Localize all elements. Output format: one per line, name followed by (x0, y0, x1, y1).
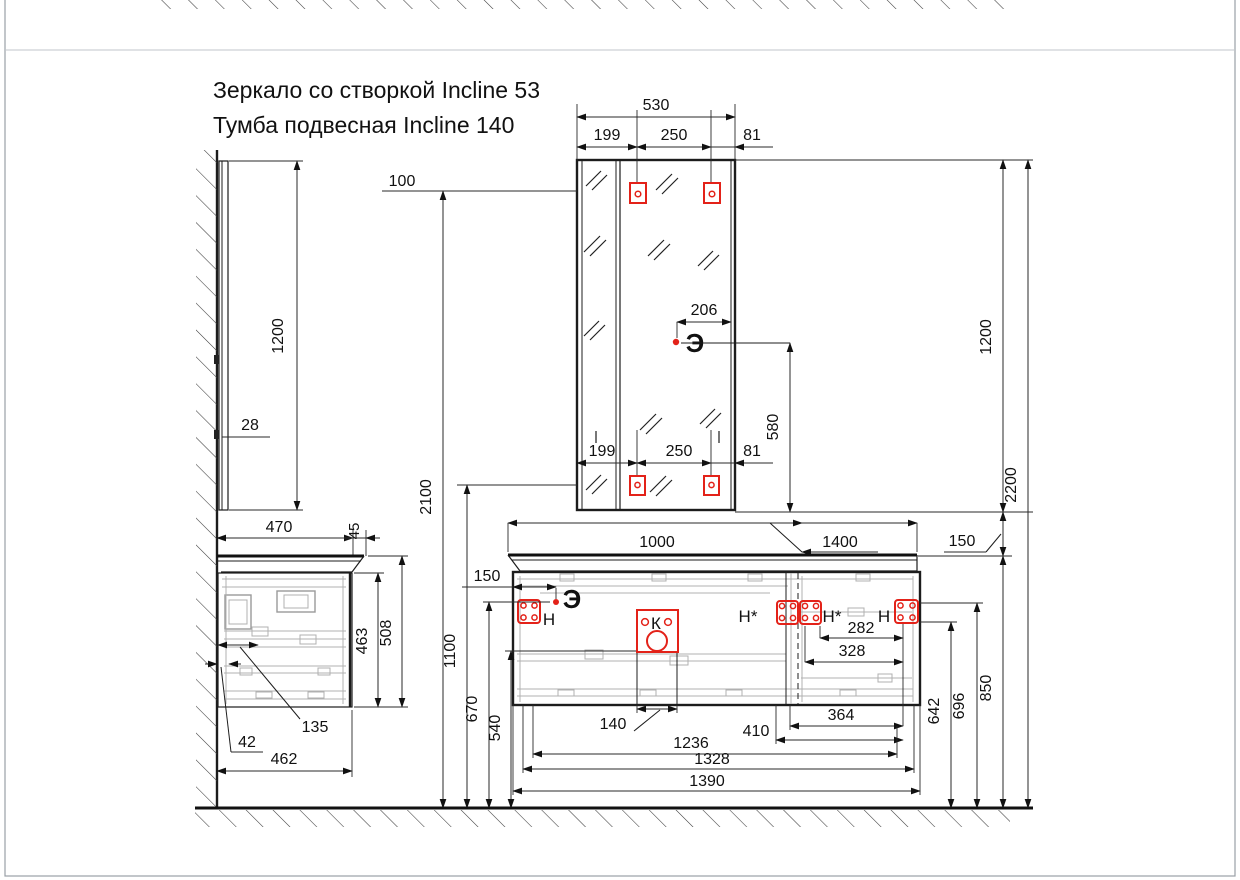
dim-counter-width: 1400 (822, 534, 858, 551)
vanity-side-internals (222, 576, 346, 704)
dim-depth: 470 (266, 519, 293, 536)
page-title-vanity: Тумба подвесная Incline 140 (213, 112, 514, 138)
mirror-glass-hatch (583, 170, 722, 497)
dim-hole-left-top: 199 (594, 127, 621, 144)
dim-hole-right-bottom: 81 (743, 443, 761, 460)
mount-bracket-left (517, 599, 541, 624)
dim-total-height: 2200 (1003, 467, 1020, 503)
counter-top-dims: 1000 1400 150 (507, 519, 1002, 556)
dim-mirror-width: 530 (643, 97, 670, 114)
page-frame (4, 0, 1236, 877)
dim-side-drawer-inset: 135 (302, 719, 329, 736)
bracket-star-label-2: Н* (823, 607, 842, 626)
vanity-electric-outlet: Э 150 (462, 568, 581, 614)
bracket-label-left: Н (543, 610, 555, 629)
dim-holes-top-height: 2100 (418, 479, 435, 515)
dim-outlet-height: 670 (464, 696, 481, 723)
dim-body-width: 1390 (689, 773, 725, 790)
vanity-bottom-dims: 140 364 410 1236 1328 1390 (512, 705, 921, 795)
left-height-dims: 2100 1100 670 540 (418, 190, 636, 809)
dim-hole-top-offset: 100 (389, 173, 416, 190)
dim-side-wall-gap: 42 (238, 734, 256, 751)
dim-bracket-span-282: 282 (848, 620, 875, 637)
vanity-front-view: Н Н* Н* Н Э (462, 519, 1002, 795)
electric-outlet-symbol-vanity: Э (563, 584, 582, 614)
mount-bracket-mid-1 (776, 600, 799, 625)
page-title-mirror: Зеркало со створкой Incline 53 (213, 77, 540, 103)
dim-drain-width: 140 (600, 716, 627, 733)
dim-holes-bottom-height: 1100 (442, 634, 459, 669)
floor (195, 806, 1033, 827)
dim-counter-height: 850 (978, 675, 995, 702)
dim-side-total-height: 508 (378, 620, 395, 647)
dim-bracket-span-328: 328 (839, 643, 866, 660)
dim-hole-span-bottom: 250 (666, 443, 693, 460)
dim-outlet-from-edge: 206 (691, 302, 718, 319)
dim-span-1328: 1328 (694, 751, 730, 768)
dim-span-410: 410 (743, 723, 770, 740)
dim-outlet-inset-left: 150 (474, 568, 501, 585)
mount-bracket-right (894, 599, 919, 624)
bracket-star-label-1: Н* (739, 607, 758, 626)
dim-mirror-thickness: 28 (241, 417, 259, 434)
drain-box: К (636, 609, 679, 653)
right-height-dims: 642 696 1200 850 2200 (735, 159, 1033, 809)
dim-hole-right-top: 81 (743, 127, 761, 144)
mount-bracket-mid-2 (799, 600, 822, 625)
dim-mirror-height-front: 1200 (978, 319, 995, 355)
bracket-label-right: Н (878, 607, 890, 626)
dim-span-364: 364 (828, 707, 855, 724)
mirror-bottom-mount-points (595, 430, 720, 496)
mirror-top-mount-points (629, 110, 721, 204)
ceiling-hatch (160, 0, 1005, 9)
wall (196, 150, 219, 808)
vanity-front-internals (517, 573, 914, 705)
dim-side-body-height: 463 (354, 628, 371, 655)
mirror-electric-outlet: Э 206 (672, 302, 790, 358)
dim-counter-overhang: 45 (346, 523, 363, 540)
dim-outlet-above-counter: 580 (765, 414, 782, 441)
dim-side-body-depth: 462 (271, 751, 298, 768)
dim-counter-gap-right: 150 (949, 533, 976, 550)
dim-span-1236: 1236 (673, 735, 709, 752)
title-block: Зеркало со створкой Incline 53 Тумба под… (213, 77, 540, 138)
vanity-side-view: 463 508 135 42 462 (205, 554, 408, 777)
dim-mirror-height-side: 1200 (270, 318, 287, 354)
dim-drain-height: 540 (487, 715, 504, 742)
mirror-side-view: 1200 28 (214, 160, 303, 511)
dim-hole-left-bottom: 199 (589, 443, 616, 460)
mirror-front-view: 530 199 250 81 100 199 250 81 Э 206 580 (382, 97, 794, 513)
dim-hole-span-top: 250 (661, 127, 688, 144)
dim-bracket-height-696: 696 (951, 693, 968, 720)
drain-label: К (651, 614, 661, 633)
dim-bracket-height-642: 642 (926, 698, 943, 725)
depth-dims: 470 45 (216, 519, 380, 556)
dim-counter-basin-span: 1000 (639, 534, 675, 551)
